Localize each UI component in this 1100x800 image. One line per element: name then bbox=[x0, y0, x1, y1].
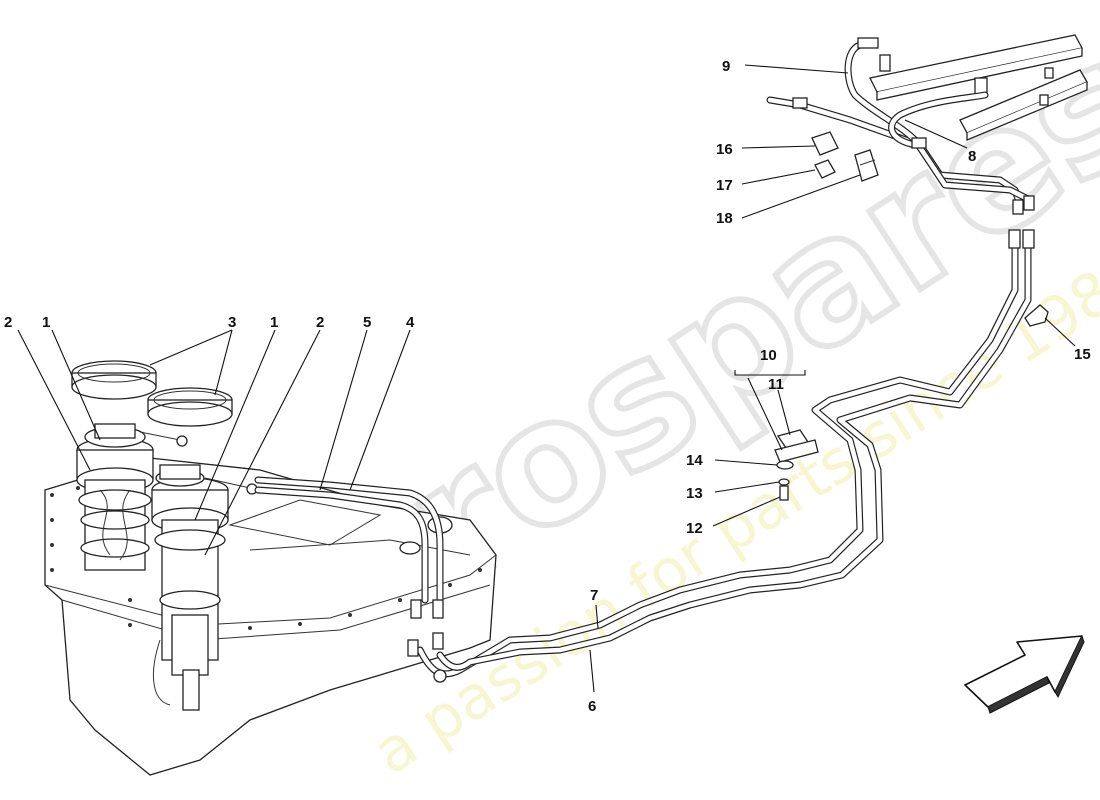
bracket-11 bbox=[774, 429, 819, 463]
pipes-8-9 bbox=[766, 37, 1035, 215]
callout-3: 3 bbox=[228, 314, 236, 331]
callout-10: 10 bbox=[760, 347, 777, 364]
callout-12: 12 bbox=[686, 520, 703, 537]
washer-14 bbox=[776, 460, 794, 470]
clamp-16 bbox=[811, 131, 839, 156]
nut-13 bbox=[778, 478, 790, 486]
callout-7: 7 bbox=[590, 587, 598, 604]
lock-rings bbox=[71, 360, 233, 427]
callout-labels: 2 1 3 1 2 5 4 9 8 16 17 18 15 10 11 14 1… bbox=[4, 58, 1091, 715]
callout-18: 18 bbox=[716, 210, 733, 227]
callout-17: 17 bbox=[716, 177, 733, 194]
leader-lines bbox=[17, 64, 1076, 693]
callout-8: 8 bbox=[968, 148, 976, 165]
callout-14: 14 bbox=[686, 452, 703, 469]
clip-15 bbox=[1024, 304, 1049, 327]
callout-2-left: 2 bbox=[4, 314, 12, 331]
callout-4: 4 bbox=[406, 314, 415, 331]
clamp-18 bbox=[854, 149, 879, 182]
fuel-rails bbox=[869, 34, 1088, 141]
callout-11: 11 bbox=[768, 376, 784, 393]
callout-2-mid: 2 bbox=[316, 314, 324, 331]
callout-5: 5 bbox=[363, 314, 371, 331]
callout-15: 15 bbox=[1074, 346, 1091, 363]
callout-13: 13 bbox=[686, 485, 703, 502]
forward-arrow-icon bbox=[964, 635, 1085, 714]
fuel-pump-middle bbox=[151, 464, 258, 711]
callout-16: 16 bbox=[716, 141, 733, 158]
tank-bolts bbox=[50, 478, 482, 630]
bolt-12 bbox=[779, 485, 789, 501]
callout-1-left: 1 bbox=[42, 314, 50, 331]
callout-9: 9 bbox=[722, 58, 730, 75]
pipes-6-7 bbox=[407, 229, 1035, 683]
fuel-pump-left bbox=[76, 423, 188, 571]
pipes-4-5 bbox=[254, 476, 444, 619]
clamp-17 bbox=[814, 159, 836, 179]
callout-6: 6 bbox=[588, 698, 596, 715]
callout-1-mid: 1 bbox=[270, 314, 278, 331]
